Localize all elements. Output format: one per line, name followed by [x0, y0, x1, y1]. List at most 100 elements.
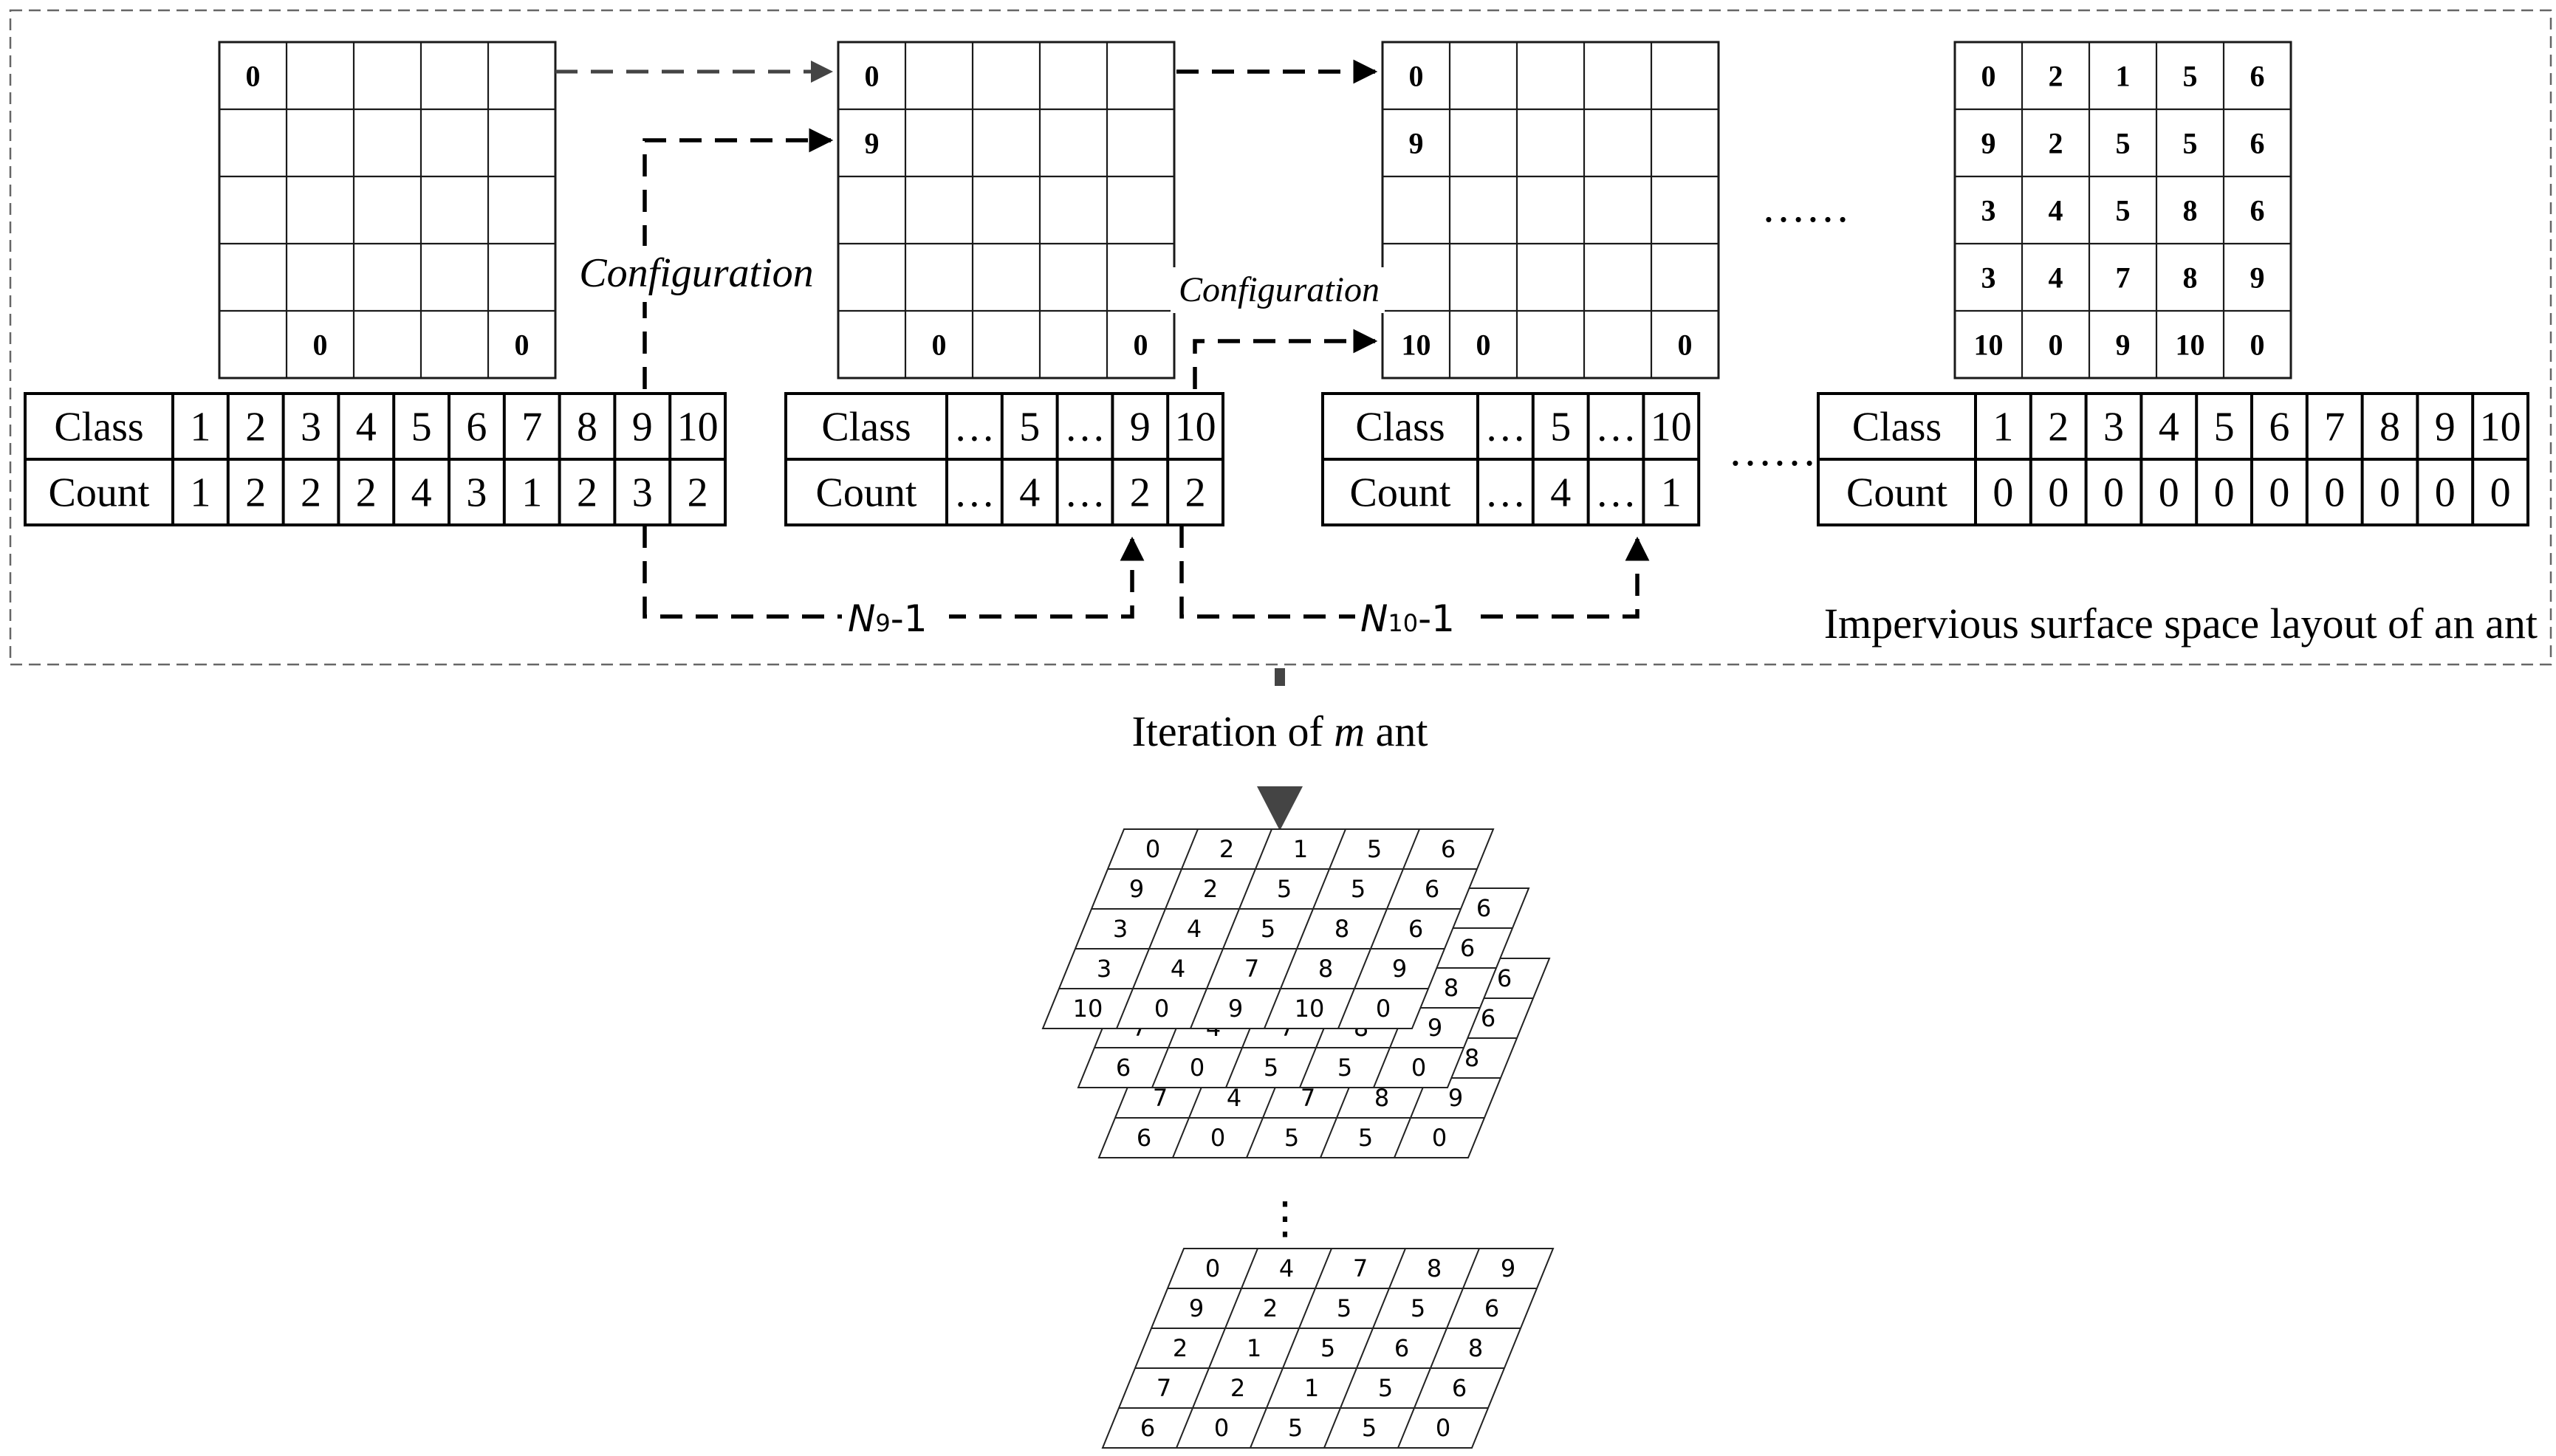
layer-cell-value: 5	[1358, 1124, 1373, 1152]
grid-cell-value: 5	[2116, 194, 2131, 227]
grid-cell-value: 5	[2183, 60, 2198, 93]
grid-cell-value: 0	[932, 329, 947, 362]
grid-cell-value: 9	[865, 127, 880, 160]
count-cell: 2	[356, 470, 377, 516]
table-row-label: Count	[1350, 470, 1451, 516]
layer-cell-value: 3	[1113, 915, 1128, 943]
count-cell: 0	[2490, 470, 2511, 516]
grid-cell-value: 9	[2250, 261, 2265, 295]
count-cell: 3	[466, 470, 487, 516]
vertical-ellipsis: ⋮	[1263, 1192, 1307, 1244]
grid-cell-value: 10	[1974, 329, 2004, 362]
count-cell: 0	[2324, 470, 2345, 516]
grid-cell-value: 9	[2116, 329, 2131, 362]
class-cell: 8	[577, 405, 597, 450]
layer-cell-value: 9	[1428, 1014, 1442, 1042]
layer-cell-value: 8	[1444, 974, 1459, 1002]
count-cell: 0	[2379, 470, 2400, 516]
n10-minus-one-label: N10-1	[1360, 597, 1455, 640]
grid-cell-value: 9	[1981, 127, 1996, 160]
table-row-label: Class	[1355, 405, 1445, 450]
grid-cell-value: 0	[246, 60, 261, 93]
layer-cell-value: 2	[1203, 875, 1218, 903]
layer-cell-value: 4	[1187, 915, 1202, 943]
frame-caption: Impervious surface space layout of an an…	[1824, 600, 2538, 648]
table-row-label: Class	[1852, 405, 1942, 450]
class-cell: …	[1595, 405, 1637, 450]
layer-cell-value: 6	[1497, 964, 1512, 992]
layer-cell-value: 7	[1244, 955, 1259, 983]
grid-cell-value: 8	[2183, 261, 2198, 295]
layer-cell-value: 0	[1145, 835, 1160, 863]
class-cell: …	[1064, 405, 1106, 450]
grid-cell-value: 0	[313, 329, 328, 362]
count-cell: 1	[1661, 470, 1682, 516]
layer-cell-value: 5	[1337, 1054, 1352, 1082]
grid-cell-value: 6	[2250, 60, 2265, 93]
layer-cell-value: 5	[1320, 1334, 1335, 1362]
arrow-configuration-class10	[1193, 329, 1378, 389]
grid-cell-value: 0	[865, 60, 880, 93]
grid-cell-value: 6	[2250, 194, 2265, 227]
count-cell: 2	[245, 470, 266, 516]
grid-cell-value: 7	[2116, 261, 2131, 295]
ellipsis-tables: ……	[1728, 426, 1817, 475]
class-cell: 7	[521, 405, 542, 450]
count-cell: 1	[190, 470, 210, 516]
grid-cell-value: 0	[1409, 60, 1424, 93]
layer-cell-value: 5	[1411, 1294, 1425, 1322]
layer-cell-value: 5	[1288, 1414, 1303, 1442]
count-cell: 4	[411, 470, 432, 516]
count-cell: 0	[2048, 470, 2069, 516]
class-cell: 4	[356, 405, 377, 450]
layer-cell-value: 1	[1293, 835, 1308, 863]
class-cell: 8	[2379, 405, 2400, 450]
grid-cell-value: 0	[1678, 329, 1693, 362]
count-cell: 0	[2435, 470, 2456, 516]
class-cell: 6	[466, 405, 487, 450]
layer-cell-value: 6	[1140, 1414, 1155, 1442]
layer-cell-value: 5	[1367, 835, 1382, 863]
count-cell: 0	[1993, 470, 2013, 516]
layer-cell-value: 0	[1432, 1124, 1447, 1152]
layer-cell-value: 7	[1153, 1084, 1168, 1112]
layer-cell-value: 6	[1460, 934, 1475, 962]
layer-cell-value: 4	[1227, 1084, 1241, 1112]
count-cell: 4	[1019, 470, 1040, 516]
layer-cell-value: 4	[1279, 1254, 1294, 1282]
layer-cell-value: 0	[1411, 1054, 1426, 1082]
layer-cell-value: 0	[1190, 1054, 1205, 1082]
grid-cell-value: 0	[1981, 60, 1996, 93]
count-cell: 2	[688, 470, 708, 516]
count-cell: 3	[632, 470, 653, 516]
class-cell: 1	[1993, 405, 2013, 450]
grid-cell-value: 3	[1981, 261, 1996, 295]
layer-cell-value: 2	[1263, 1294, 1278, 1322]
class-cell: 10	[2480, 405, 2521, 450]
class-cell: 3	[301, 405, 321, 450]
layer-cell-value: 9	[1448, 1084, 1463, 1112]
count-cell: 0	[2103, 470, 2124, 516]
table-row-label: Count	[1846, 470, 1947, 516]
count-cell: 0	[2269, 470, 2289, 516]
layer-cell-value: 8	[1464, 1044, 1479, 1072]
configuration-label-1: Configuration	[579, 250, 813, 296]
layer-cell-value: 7	[1301, 1084, 1315, 1112]
layer-cell-value: 7	[1157, 1374, 1171, 1402]
grid-cell-value: 2	[2049, 60, 2063, 93]
configuration-label-2: Configuration	[1179, 270, 1380, 309]
grid-cell-value: 0	[2250, 329, 2265, 362]
grid-cell-value: 0	[2049, 329, 2063, 362]
layer-cell-value: 7	[1353, 1254, 1368, 1282]
layer-cell-value: 9	[1501, 1254, 1515, 1282]
layer-cell-value: 8	[1334, 915, 1349, 943]
class-cell: 2	[245, 405, 266, 450]
class-cell: …	[953, 405, 995, 450]
layer-cell-value: 9	[1129, 875, 1144, 903]
